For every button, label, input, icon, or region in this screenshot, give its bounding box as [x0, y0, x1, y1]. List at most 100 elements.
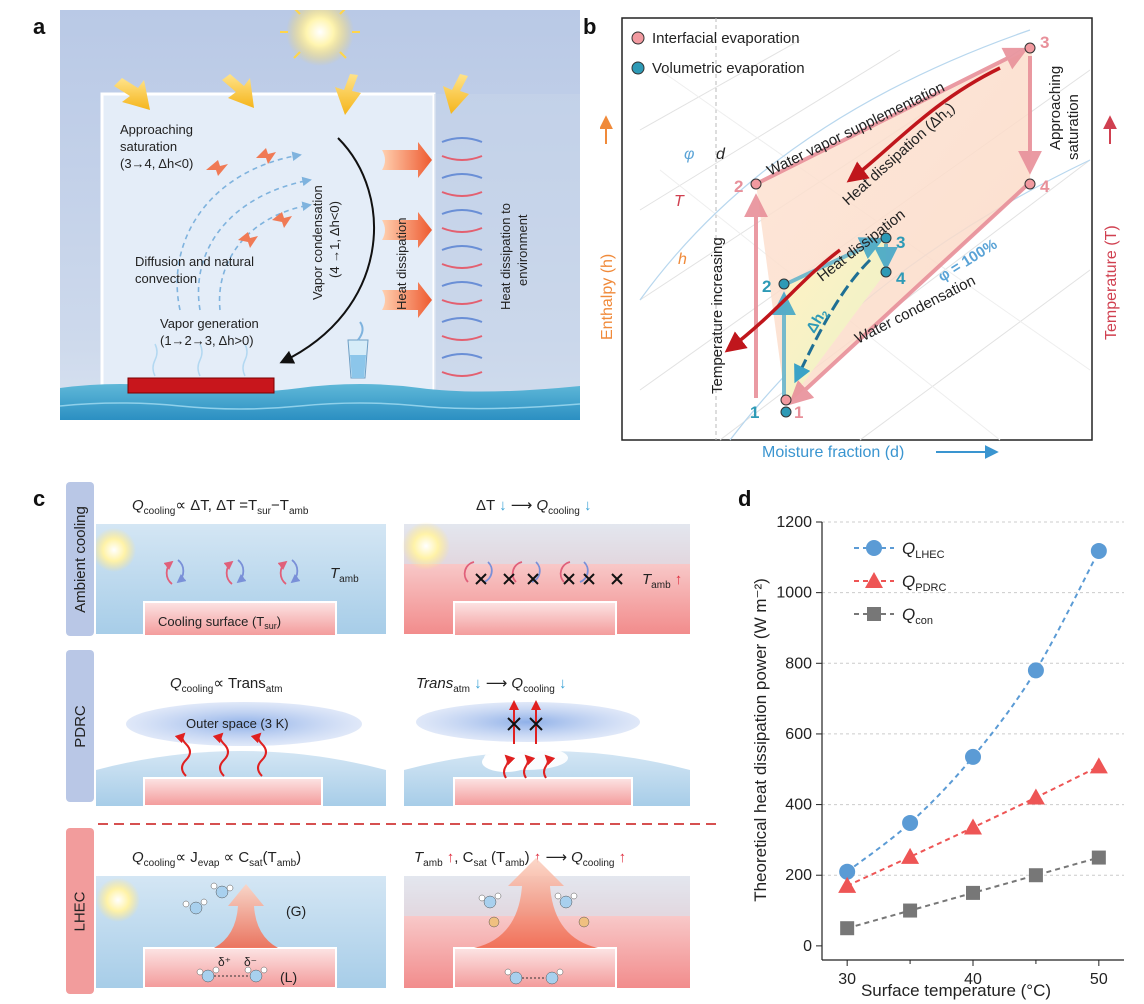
row-lhec-sidebar: LHEC: [66, 828, 94, 994]
svg-text:Transatm ↓ ⟶ Qcooling ↓: Transatm ↓ ⟶ Qcooling ↓: [416, 675, 566, 695]
q-symbol: Q: [132, 497, 144, 514]
lhec-q-symbol: Q: [132, 849, 144, 866]
q-symbol-right: Q: [536, 497, 548, 514]
vapor-condensation-label-2: (4 →1, Δh<0): [327, 201, 342, 278]
t-sur-subscript: sur: [257, 506, 272, 517]
t-amb-right-subscript: amb: [651, 580, 671, 591]
pdrc-atm-subscript: atm: [266, 684, 283, 695]
panel-label-b: b: [583, 14, 597, 39]
q-cooling-subscript: cooling: [144, 506, 176, 517]
row-ambient-sidebar: Ambient cooling: [66, 482, 94, 636]
data-point-pdrc: [1026, 788, 1045, 805]
data-point-con: [966, 885, 980, 900]
diffusion-label-1: Diffusion and natural: [135, 254, 254, 269]
svg-text:ΔT ↓ ⟶ Qcooling ↓: ΔT ↓ ⟶ Qcooling ↓: [476, 497, 591, 517]
point-3-interfacial-label: 3: [1040, 33, 1049, 52]
data-point-pdrc: [838, 876, 857, 893]
ambient-formula-text: ∝ ΔT, ΔT =T: [175, 497, 257, 514]
enthalpy-axis-label: Enthalpy (h): [600, 254, 616, 340]
d-label: d: [716, 146, 726, 163]
point-4-interfacial-label: 4: [1040, 177, 1050, 196]
y-axis-label: Theoretical heat dissipation power (W m⁻…: [751, 578, 770, 902]
y-tick-label: 600: [785, 726, 812, 743]
point-3-volumetric-label: 3: [896, 233, 905, 252]
svg-text:Qcooling∝ ΔT, ΔT =Tsur−Tamb: Qcooling∝ ΔT, ΔT =Tsur−Tamb: [132, 497, 309, 517]
y-tick-label: 0: [803, 938, 812, 955]
dh1-subscript: 1: [944, 108, 956, 120]
lhec-evap-subscript: evap: [198, 858, 220, 869]
approaching-label-3: (3→4, Δh<0): [120, 156, 193, 171]
lhec-right-amb-subscript: amb: [505, 858, 525, 869]
data-point-pdrc: [1089, 757, 1108, 774]
legend-interfacial-label: Interfacial evaporation: [652, 30, 800, 47]
y-tick-label: 400: [785, 797, 812, 814]
data-point-pdrc: [901, 847, 920, 864]
sun-icon: [96, 528, 136, 572]
phi-label: φ: [684, 146, 694, 163]
water-molecules: [182, 882, 268, 983]
legend-marker-con: [867, 607, 881, 621]
pdrc-q-right: Q: [511, 675, 523, 692]
heat-environment-label-1: Heat dissipation to: [498, 203, 513, 310]
moisture-axis-label: Moisture fraction (d): [762, 444, 904, 460]
chart-series: [838, 542, 1108, 936]
h-label: h: [678, 251, 687, 268]
lhec-close-paren: ): [296, 849, 301, 866]
legend-label-pdrc: QPDRC: [902, 572, 946, 594]
heat-dissipation-label: Heat dissipation: [394, 218, 409, 311]
point-1-interfacial-label: 1: [794, 403, 803, 422]
approaching-label-1: Approaching: [1047, 66, 1064, 150]
panel-label-a: a: [33, 14, 46, 39]
vapor-condensation-label-1: Vapor condensation: [310, 185, 325, 300]
t-amb-subscript: amb: [289, 506, 309, 517]
chart-legend: QLHEC QPDRC Qcon: [854, 539, 946, 627]
point-1-volumetric-label: 1: [750, 403, 759, 422]
svg-text:Cooling surface (Tsur): Cooling surface (Tsur): [158, 614, 281, 631]
row-pdrc-label: PDRC: [71, 704, 89, 748]
sun-icon-lhec: [96, 878, 140, 922]
q-cooling-subscript-right: cooling: [548, 506, 580, 517]
x-tick-label: 50: [1090, 971, 1108, 988]
y-tick-label: 200: [785, 867, 812, 884]
lhec-formula-text: ∝ J: [175, 849, 197, 866]
legend-label-con: Qcon: [902, 605, 933, 627]
outer-space-label: Outer space (3 K): [186, 716, 289, 731]
panel-c-diagram: Qcooling∝ ΔT, ΔT =Tsur−Tamb ΔT ↓ ⟶ Qcool…: [96, 497, 716, 989]
svg-text:Tamb ↑, Csat (Tamb) ↑ ⟶ Qcool: Tamb ↑, Csat (Tamb) ↑ ⟶ Qcooling ↑: [414, 849, 626, 869]
data-point-lhec: [902, 814, 919, 831]
data-point-lhec: [839, 863, 856, 880]
panel-label-d: d: [738, 486, 752, 511]
heat-environment-label-2: environment: [515, 214, 530, 286]
panel-b-diagram: Interfacial evaporation Volumetric evapo…: [600, 17, 1120, 460]
row-pdrc-sidebar: PDRC: [66, 650, 94, 802]
lhec-right-t: T: [414, 849, 425, 866]
lhec-right-sat-subscript: sat: [473, 858, 487, 869]
row-lhec-label: LHEC: [71, 890, 89, 932]
svg-text:Tamb ↑: Tamb ↑: [642, 571, 682, 591]
data-point-lhec: [1027, 662, 1044, 679]
x-tick-label: 40: [964, 971, 982, 988]
pdrc-trans-right: Trans: [416, 675, 454, 692]
approaching-label-2: saturation: [1065, 94, 1082, 160]
data-point-lhec: [965, 748, 981, 765]
pdrc-q-symbol: Q: [170, 675, 182, 692]
t-amb-label-subscript: amb: [339, 574, 359, 585]
legend-marker-pdrc: [865, 572, 883, 588]
cooling-surface-label: Cooling surface (T: [158, 614, 264, 629]
lhec-right-q-subscript: cooling: [583, 858, 615, 869]
delta-minus-label: δ⁻: [244, 955, 257, 969]
dh2-subscript: 2: [820, 309, 833, 320]
data-point-con: [1028, 868, 1043, 883]
y-tick-label: 800: [785, 655, 812, 672]
svg-text:Qcooling∝ Transatm: Qcooling∝ Transatm: [170, 675, 282, 695]
data-point-lhec: [1090, 542, 1107, 559]
legend-label-lhec: QLHEC: [902, 539, 945, 561]
delta-t-label: ΔT: [476, 497, 495, 514]
series-line-lhec: [846, 550, 1100, 873]
lhec-csat-text: ∝ C: [223, 849, 249, 866]
lhec-right-t-subscript: amb: [423, 858, 443, 869]
legend-interfacial-marker: [631, 31, 645, 45]
svg-text:Tamb: Tamb: [330, 565, 359, 585]
data-point-con: [840, 921, 855, 936]
